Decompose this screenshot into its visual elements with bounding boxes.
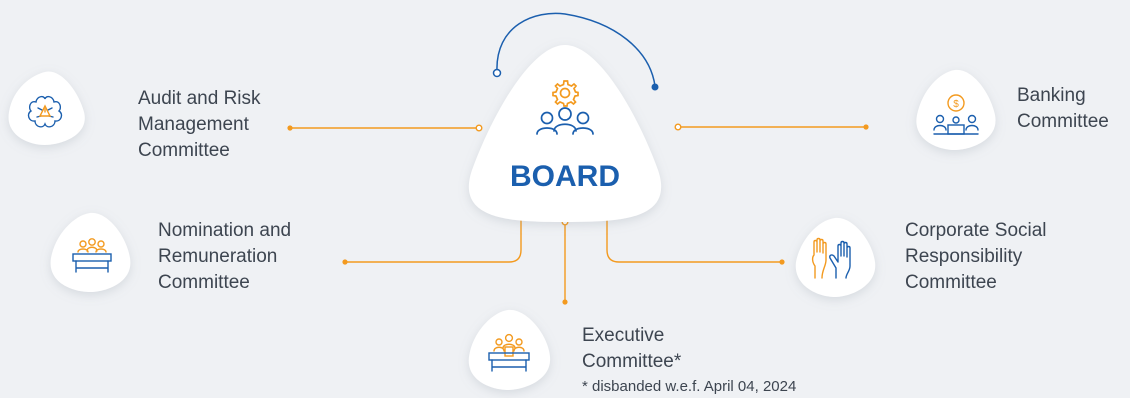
- nomination-label-line-3: Committee: [158, 272, 250, 293]
- executive-committee-card: [468, 309, 551, 390]
- nomination-label-line-1: Nomination and: [158, 220, 292, 241]
- executive-footnote: * disbanded w.e.f. April 04, 2024: [582, 378, 797, 395]
- raised-hands-icon: [811, 237, 851, 279]
- audit-label-line-3: Committee: [138, 140, 230, 161]
- decorative-arc: [492, 12, 659, 91]
- connector-nomination: [342, 211, 525, 265]
- nomination-committee-card: [50, 212, 131, 292]
- brain-warning-icon: [27, 95, 63, 128]
- banking-committee-card: $: [916, 69, 996, 150]
- audit-label-line-1: Audit and Risk: [138, 88, 261, 109]
- nomination-committee-label: Nomination and Remuneration Committee: [158, 218, 291, 296]
- bank-money-meeting-icon: $: [933, 94, 979, 135]
- board-people-gear-icon: [536, 80, 594, 135]
- nomination-label-line-2: Remuneration: [158, 246, 278, 267]
- csr-committee-label: Corporate Social Responsibility Committe…: [905, 218, 1047, 296]
- board-card: BOARD: [468, 45, 662, 222]
- csr-committee-card: [795, 217, 876, 297]
- connector-audit: [287, 124, 483, 132]
- executive-label-line-2: Committee*: [582, 351, 682, 372]
- executive-podium-icon: [488, 333, 530, 372]
- audit-committee-card: [8, 71, 85, 145]
- connector-banking: [674, 123, 869, 131]
- banking-label-line-1: Banking: [1017, 85, 1086, 106]
- csr-label-line-2: Responsibility: [905, 246, 1023, 267]
- csr-label-line-3: Committee: [905, 272, 997, 293]
- executive-committee-label: Executive Committee*: [582, 323, 681, 375]
- csr-label-line-1: Corporate Social: [905, 220, 1047, 241]
- audit-label-line-2: Management: [138, 114, 249, 135]
- panel-people-icon: [72, 238, 112, 273]
- board-title: BOARD: [510, 160, 620, 193]
- audit-committee-label: Audit and Risk Management Committee: [138, 86, 261, 164]
- connector-csr: [603, 211, 785, 265]
- connector-executive: [561, 218, 569, 305]
- executive-label-line-1: Executive: [582, 325, 665, 346]
- banking-committee-label: Banking Committee: [1017, 83, 1109, 135]
- banking-label-line-2: Committee: [1017, 111, 1109, 132]
- svg-text:$: $: [953, 99, 959, 110]
